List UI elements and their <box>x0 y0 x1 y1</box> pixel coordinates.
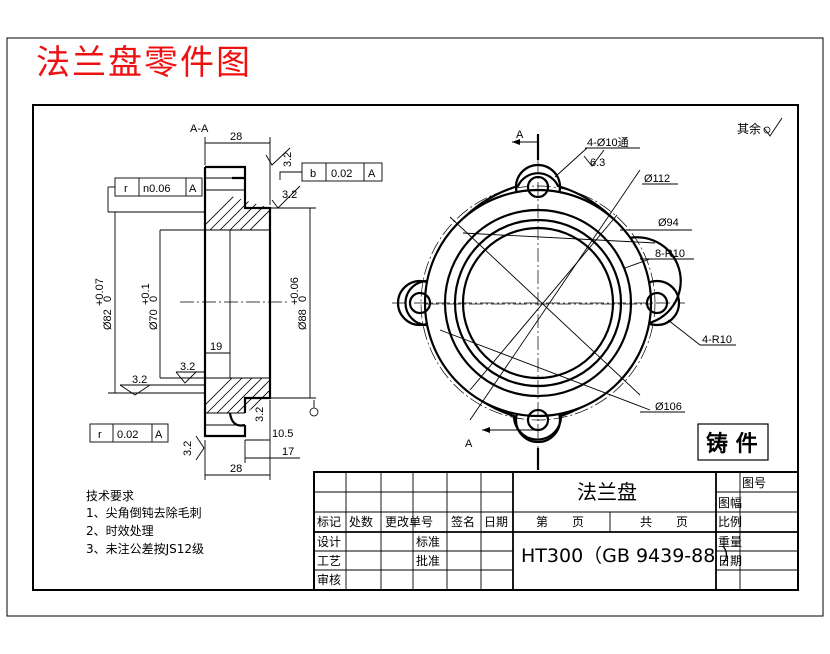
tb-total: 共 页 <box>640 515 688 529</box>
tb-date: 日期 <box>718 554 742 568</box>
dim-19: 19 <box>210 341 222 353</box>
casting-stamp: 铸 件 <box>697 423 769 461</box>
tb-weight: 重量 <box>718 535 742 549</box>
tb-drawing-no: 图号 <box>742 476 766 490</box>
tb-header-date: 日期 <box>484 515 508 529</box>
dim-d94: Ø94 <box>658 217 679 229</box>
section-hatch <box>205 188 270 413</box>
svg-text:r: r <box>98 429 102 441</box>
rough-bottom: 3.2 <box>254 407 266 422</box>
dim-d106: Ø106 <box>655 401 682 413</box>
rough-left: 3.2 <box>132 374 147 386</box>
svg-text:+0.1: +0.1 <box>140 283 152 305</box>
svg-text:0.02: 0.02 <box>331 168 352 180</box>
dim-width-bottom: 28 <box>230 463 242 475</box>
tb-material: HT300（GB 9439-88 ） <box>521 545 740 567</box>
roughness-note: 其余 <box>737 121 761 136</box>
runout-frame-top: r n0.06 A <box>107 177 203 212</box>
svg-text:0: 0 <box>148 296 160 302</box>
title-block: 标记 处数 更改单号 签名 日期 设计 工艺 审核 标准 批准 法兰盘 第 页 … <box>313 471 799 591</box>
svg-text:铸 件: 铸 件 <box>706 431 758 457</box>
svg-text:A: A <box>368 168 376 180</box>
tb-header-change: 更改单号 <box>385 515 433 529</box>
holes-label: 4-Ø10通 <box>587 136 629 149</box>
flatness-frame: b 0.02 A <box>279 162 383 182</box>
cut-label-bottom: A <box>465 438 473 450</box>
tb-scale: 比例 <box>718 515 742 529</box>
dim-d82: Ø82 <box>102 309 114 330</box>
tb-sheet-size: 图幅 <box>718 495 742 510</box>
note-2: 2、时效处理 <box>86 523 154 538</box>
rough-mid: 3.2 <box>180 361 195 373</box>
svg-text:0: 0 <box>102 296 114 302</box>
tb-part-name: 法兰盘 <box>577 480 637 504</box>
dim-10-5: 10.5 <box>272 428 293 440</box>
dim-d88: Ø88 <box>297 309 309 330</box>
svg-text:0: 0 <box>297 296 309 302</box>
cut-label-top: A <box>516 129 524 141</box>
runout-frame-bottom: r 0.02 A <box>89 423 169 443</box>
dim-width-top: 28 <box>230 131 242 143</box>
tb-header-count: 处数 <box>349 514 373 529</box>
technical-notes: 技术要求 1、尖角倒钝去除毛刺 2、时效处理 3、未注公差按JS12级 <box>86 489 204 556</box>
section-view: A-A <box>89 123 383 480</box>
rough-right: 3.2 <box>282 189 297 201</box>
svg-text:r: r <box>124 183 128 195</box>
section-label: A-A <box>190 123 209 135</box>
svg-text:b: b <box>310 168 316 180</box>
svg-text:+0.06: +0.06 <box>289 277 301 305</box>
tb-design: 设计 <box>317 535 341 549</box>
front-view: A A 4-Ø10通 6.3 Ø112 Ø94 8-R10 4-R10 Ø106… <box>392 117 783 470</box>
note-1: 1、尖角倒钝去除毛刺 <box>86 505 202 520</box>
tb-header-sign: 签名 <box>451 514 475 529</box>
drawing-title: 法兰盘零件图 <box>36 43 252 83</box>
tb-header-mark: 标记 <box>317 515 341 529</box>
dim-d112: Ø112 <box>644 173 670 185</box>
svg-text:0.02: 0.02 <box>117 429 138 441</box>
tb-approve: 批准 <box>416 553 440 568</box>
dim-17: 17 <box>282 446 294 458</box>
tb-review: 审核 <box>317 572 341 587</box>
tb-process: 工艺 <box>317 554 341 568</box>
tb-standard: 标准 <box>416 535 440 549</box>
tb-sheet: 第 页 <box>536 515 584 529</box>
svg-text:A: A <box>155 429 163 441</box>
dim-d70: Ø70 <box>148 309 160 330</box>
svg-text:n0.06: n0.06 <box>143 183 171 195</box>
rough-top: 3.2 <box>282 152 294 167</box>
dim-4-r10: 4-R10 <box>702 334 732 346</box>
notes-heading: 技术要求 <box>86 489 134 503</box>
dim-8-r10: 8-R10 <box>655 248 685 260</box>
hole-roughness: 6.3 <box>590 157 605 169</box>
svg-text:A: A <box>189 183 197 195</box>
outer-frame <box>6 37 824 617</box>
svg-text:+0.07: +0.07 <box>94 278 106 306</box>
note-3: 3、未注公差按JS12级 <box>86 541 204 556</box>
rough-vertical: 3.2 <box>182 441 194 456</box>
